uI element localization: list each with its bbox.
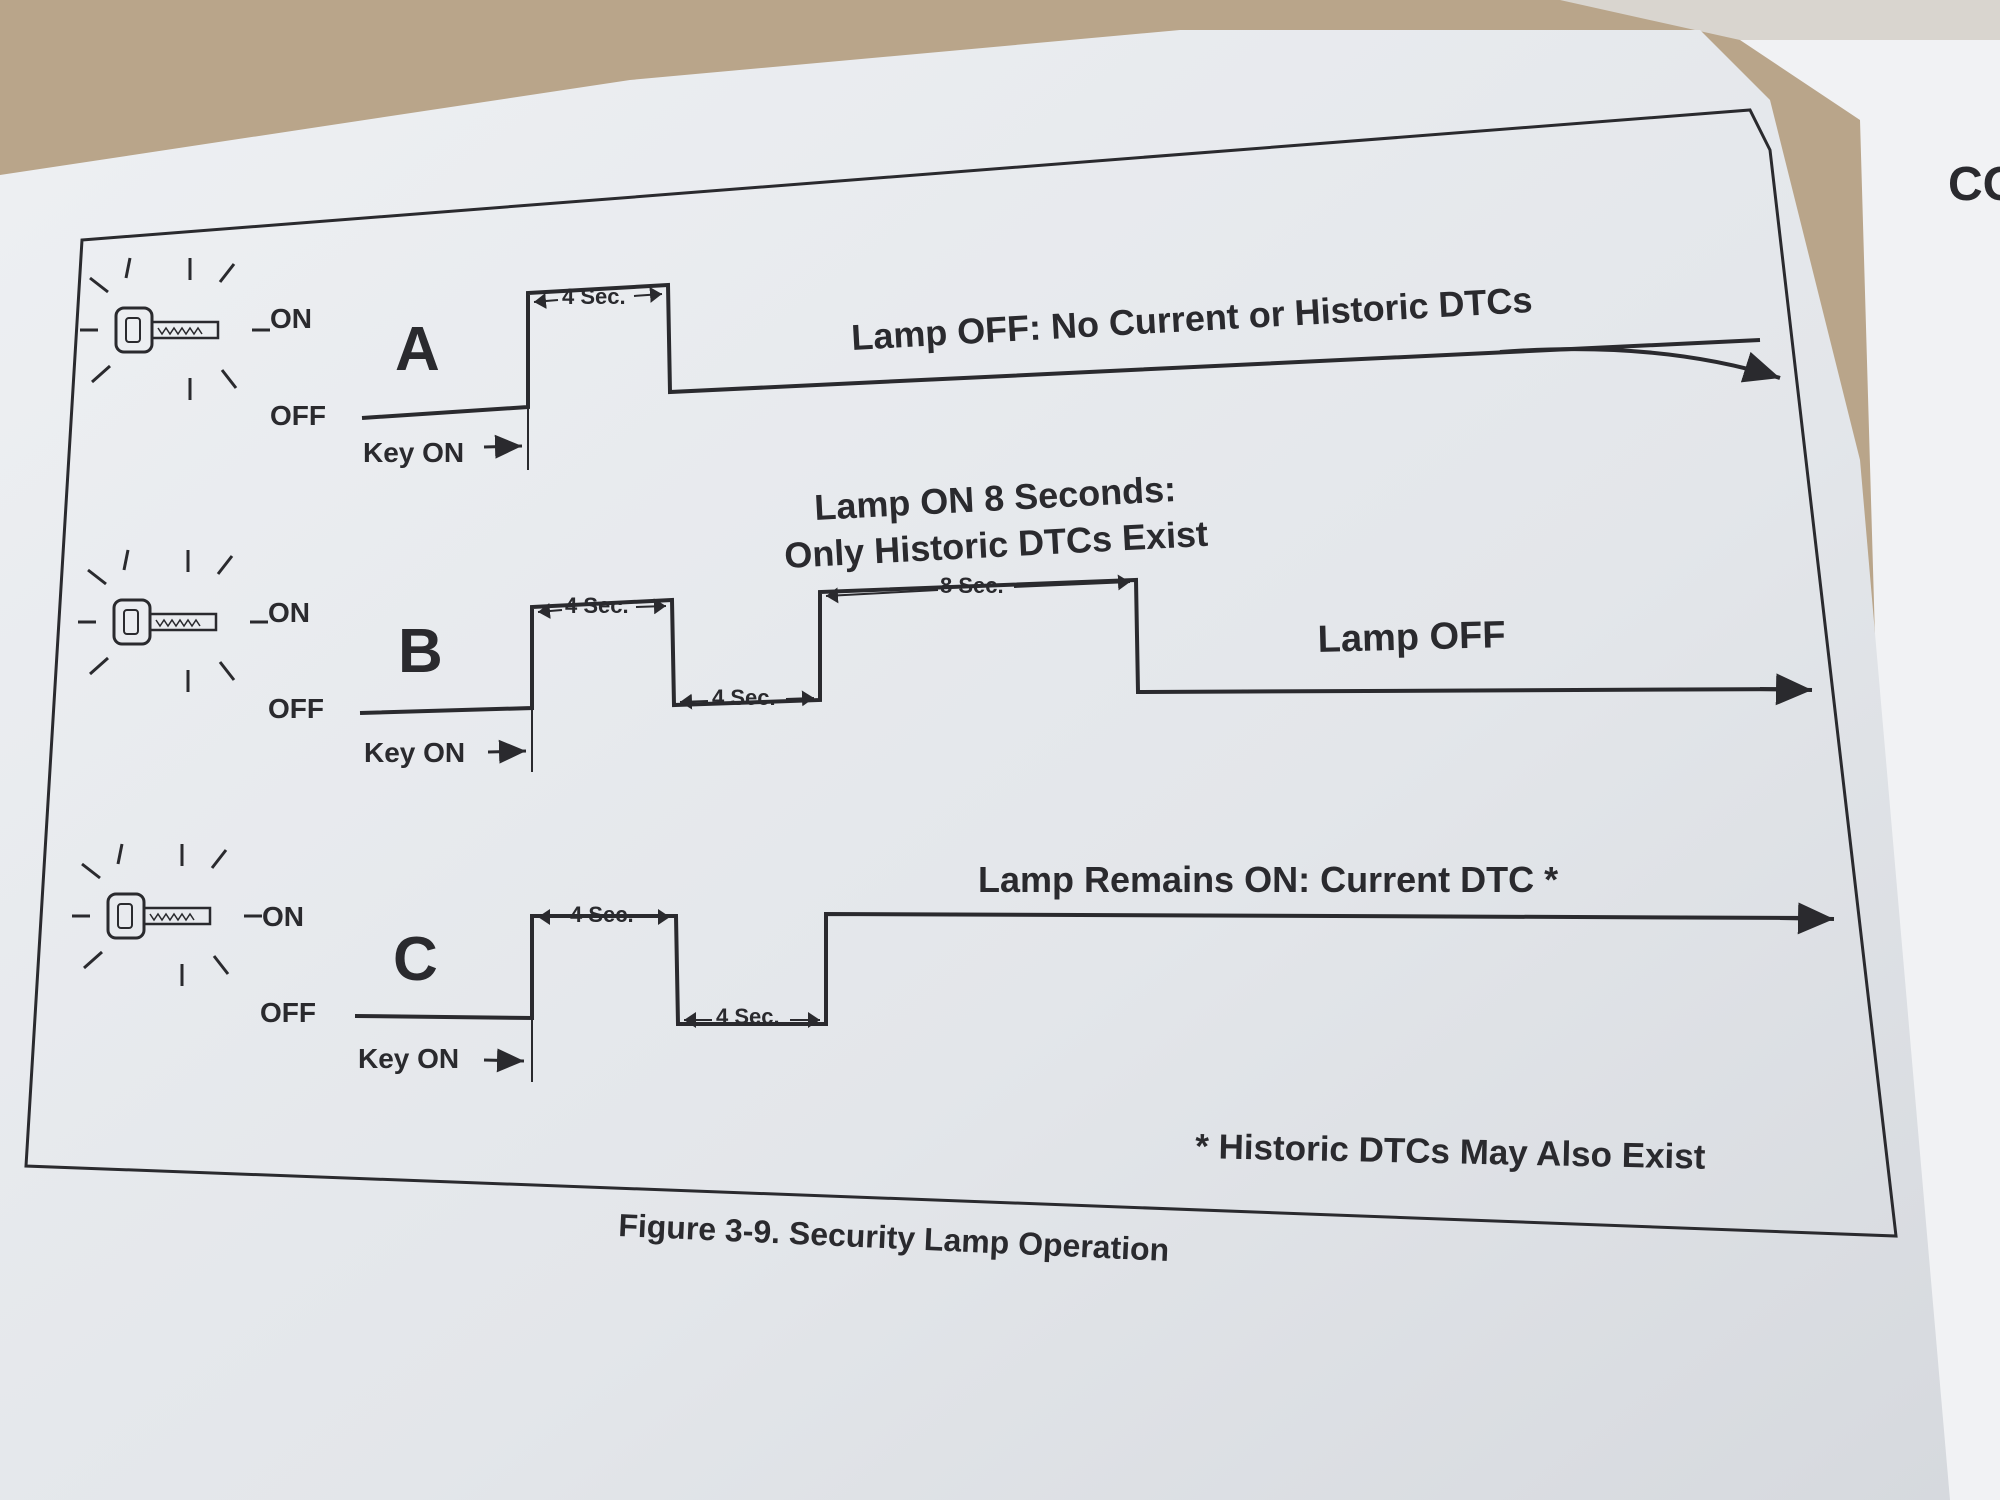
row-b-waveform <box>359 577 1801 715</box>
row-c-letter: C <box>393 925 438 994</box>
row-b-interval-3-start <box>825 587 939 604</box>
book-page <box>0 30 1950 1500</box>
row-b-key-on-label: Key ON <box>364 737 465 768</box>
row-c-interval-1: 4 Sec. <box>570 902 634 927</box>
row-a-arrow <box>1499 347 1781 383</box>
row-c-on-label: ON <box>262 901 304 932</box>
row-b-interval-2-end <box>785 690 815 707</box>
row-c-arrow <box>1779 902 1835 935</box>
row-a-off-label: OFF <box>270 400 326 431</box>
row-c-off-label: OFF <box>260 997 316 1028</box>
row-b-interval-1-end <box>635 598 667 615</box>
row-a-letter: A <box>395 315 440 384</box>
figure-frame <box>24 108 1898 1238</box>
row-b-letter: B <box>398 617 443 686</box>
row-a-interval-start <box>533 293 559 309</box>
row-c: ON OFF C Key ON 4 Sec. 4 Sec. Lamp Remai… <box>70 842 1835 1082</box>
row-b-result-label: Lamp OFF <box>1317 614 1506 661</box>
row-b-interval-3-end <box>1013 574 1131 591</box>
row-b-off-label: OFF <box>268 693 324 724</box>
row-b-interval-1-start <box>537 603 563 619</box>
row-c-result-label: Lamp Remains ON: Current DTC * <box>978 859 1558 900</box>
row-c-key-on-label: Key ON <box>358 1043 459 1074</box>
row-b-on-label: ON <box>268 597 310 628</box>
adjacent-page <box>1740 40 2000 1500</box>
adjacent-page-fragment: CO <box>1948 158 2000 211</box>
row-b-key-on-arrow <box>487 739 527 764</box>
row-b-interval-2: 4 Sec. <box>712 685 776 710</box>
background-paper <box>840 0 2000 40</box>
row-b-interval-3: 8 Sec. <box>940 573 1004 598</box>
row-b-interval-2-start <box>679 693 709 710</box>
row-c-interval-2: 4 Sec. <box>716 1004 780 1029</box>
row-b-arrow <box>1759 673 1813 706</box>
row-a-waveform <box>361 282 1761 420</box>
row-a-key-on-arrow <box>483 434 523 459</box>
row-c-key-on-arrow <box>483 1048 525 1073</box>
row-a-key-on-label: Key ON <box>363 437 464 468</box>
row-c-waveform <box>354 911 1821 1026</box>
row-b-interval-1: 4 Sec. <box>565 593 629 618</box>
row-a-interval-end <box>633 286 663 303</box>
row-a-on-label: ON <box>270 303 312 334</box>
row-a-interval-1: 4 Sec. <box>562 284 626 309</box>
